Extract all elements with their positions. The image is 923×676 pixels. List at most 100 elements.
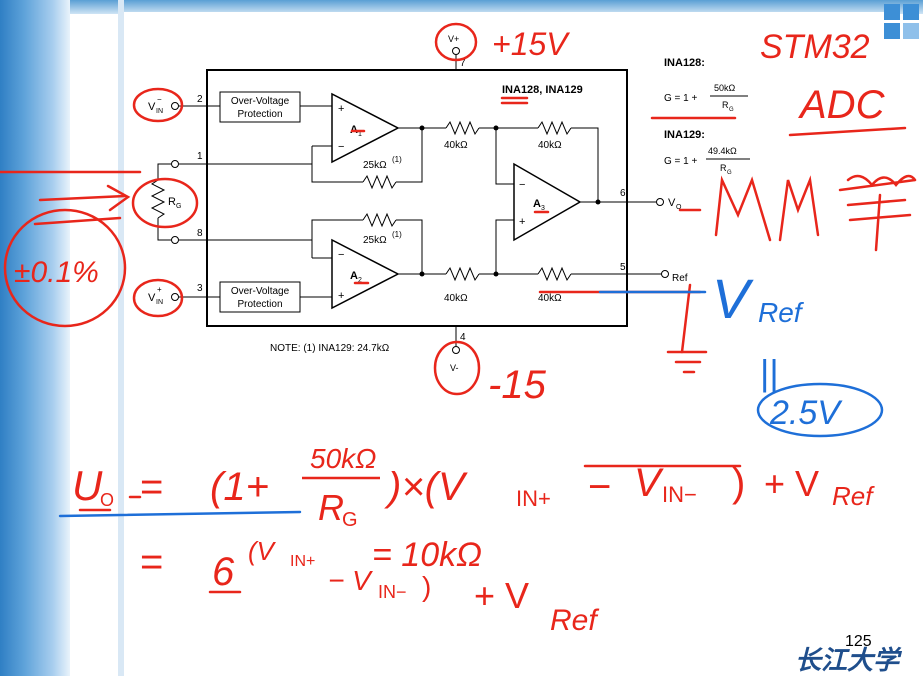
resistor-feedback-top bbox=[362, 174, 397, 190]
eq1-num: 50kΩ bbox=[310, 443, 376, 474]
wave-sketch bbox=[714, 175, 820, 242]
vin-plus-sub: IN bbox=[156, 299, 163, 306]
eq1-paren: (1+ bbox=[210, 465, 269, 509]
pin1-label: 1 bbox=[197, 151, 203, 162]
ovp-box-top bbox=[219, 91, 301, 123]
ovp-top-line2: Protection bbox=[237, 109, 282, 120]
pin-vin-plus bbox=[171, 293, 179, 301]
eq1-plus: + V bbox=[764, 463, 819, 504]
amp-a2 bbox=[331, 238, 400, 310]
eq2-close: ) bbox=[422, 571, 431, 602]
filter-sketch bbox=[838, 174, 917, 252]
pin-vo bbox=[656, 198, 664, 206]
a2-minus: − bbox=[338, 249, 344, 261]
pin5-label: 5 bbox=[620, 262, 626, 273]
ref-label: Ref bbox=[672, 273, 688, 284]
a3-sub: 3 bbox=[541, 205, 545, 212]
chip-outline bbox=[206, 69, 628, 327]
eq2-sub1: IN+ bbox=[290, 553, 315, 570]
circle-vin-plus bbox=[132, 278, 184, 318]
circle-tolerance bbox=[3, 208, 127, 328]
corner-square bbox=[903, 4, 919, 20]
blue-annotations bbox=[58, 290, 884, 518]
vref-label: V bbox=[712, 267, 754, 330]
adc-label: ADC bbox=[798, 83, 886, 127]
rg-label: R bbox=[168, 196, 176, 208]
vref-value: 2.5V bbox=[769, 394, 843, 432]
a1-sub: 1 bbox=[358, 131, 362, 138]
junction bbox=[419, 125, 425, 131]
resistor-feedback-bottom bbox=[362, 212, 397, 228]
a1-minus: − bbox=[338, 141, 344, 153]
rg-value: = 10kΩ bbox=[372, 536, 482, 574]
resistor-40k-4 bbox=[537, 266, 572, 282]
r-feedback-top-label: 25kΩ bbox=[363, 160, 387, 171]
note-mark-top: (1) bbox=[392, 155, 402, 164]
eq1-mid: )×(V bbox=[384, 465, 468, 509]
wire bbox=[157, 163, 171, 180]
stm-label: STM32 bbox=[760, 28, 870, 66]
eq1-den-sub: G bbox=[342, 509, 358, 531]
vplus-label: V+ bbox=[448, 34, 459, 44]
corner-square bbox=[884, 23, 900, 39]
vin-plus-sup: + bbox=[157, 285, 162, 294]
ovp-bottom-line1: Over-Voltage bbox=[231, 286, 290, 297]
wire bbox=[311, 146, 363, 183]
amp-a3 bbox=[513, 162, 582, 242]
wire bbox=[495, 219, 514, 274]
blue-underline bbox=[58, 510, 302, 518]
ina128-den-sub: G bbox=[729, 107, 734, 113]
circle-vplus bbox=[434, 22, 478, 62]
pin-vin-minus bbox=[171, 102, 179, 110]
corner-square bbox=[903, 23, 919, 39]
pin8-node bbox=[171, 236, 179, 244]
vin-minus-sup: − bbox=[157, 95, 162, 104]
wire bbox=[571, 127, 599, 202]
slide-left-band bbox=[0, 0, 70, 676]
underline-adc bbox=[788, 126, 907, 137]
pin8-label: 8 bbox=[197, 228, 203, 239]
a2-plus: + bbox=[338, 290, 344, 302]
eq1-lhs: U bbox=[72, 462, 103, 509]
r40-3-label: 40kΩ bbox=[444, 293, 468, 304]
eq2-plus: + V bbox=[474, 575, 529, 616]
university-logo: 长江大学 bbox=[795, 645, 903, 675]
ovp-bottom-line2: Protection bbox=[237, 299, 282, 310]
slide-stripe bbox=[118, 0, 124, 676]
eq2-equals: = bbox=[140, 540, 163, 584]
eq2-body: (V bbox=[248, 536, 277, 566]
eq1-close: ) bbox=[732, 461, 745, 505]
chip-title: INA128, INA129 bbox=[502, 84, 583, 96]
eq2-gain: 6 bbox=[212, 550, 235, 594]
ina128-den: R bbox=[722, 100, 729, 110]
eq1-equals: = bbox=[140, 465, 163, 509]
pin1-node bbox=[171, 160, 179, 168]
ovp-top-line1: Over-Voltage bbox=[231, 96, 290, 107]
junction bbox=[595, 199, 601, 205]
pin-ref bbox=[661, 270, 669, 278]
vo-sub: O bbox=[676, 204, 682, 211]
vo-label: V bbox=[668, 197, 676, 209]
junction bbox=[419, 271, 425, 277]
ina129-title: INA129: bbox=[664, 129, 705, 141]
pin-vminus bbox=[452, 346, 460, 354]
vminus-value: -15 bbox=[488, 363, 547, 407]
r40-4-label: 40kΩ bbox=[538, 293, 562, 304]
ina128-num: 50kΩ bbox=[714, 83, 736, 93]
ina128-title: INA128: bbox=[664, 57, 705, 69]
arrow-rg bbox=[38, 184, 131, 212]
eq1-den: R bbox=[318, 487, 344, 528]
circle-vref-value bbox=[756, 382, 884, 438]
amp-a1 bbox=[331, 92, 400, 164]
vminus-label: V- bbox=[450, 363, 459, 373]
vin-minus-label: V bbox=[148, 101, 156, 113]
rg-resistor bbox=[150, 179, 166, 219]
resistor-40k-3 bbox=[445, 266, 480, 282]
resistor-40k-2 bbox=[537, 120, 572, 136]
circle-vminus bbox=[433, 340, 481, 396]
pin2-label: 2 bbox=[197, 94, 203, 105]
ina129-den: R bbox=[720, 163, 727, 173]
r40-1-label: 40kΩ bbox=[444, 140, 468, 151]
